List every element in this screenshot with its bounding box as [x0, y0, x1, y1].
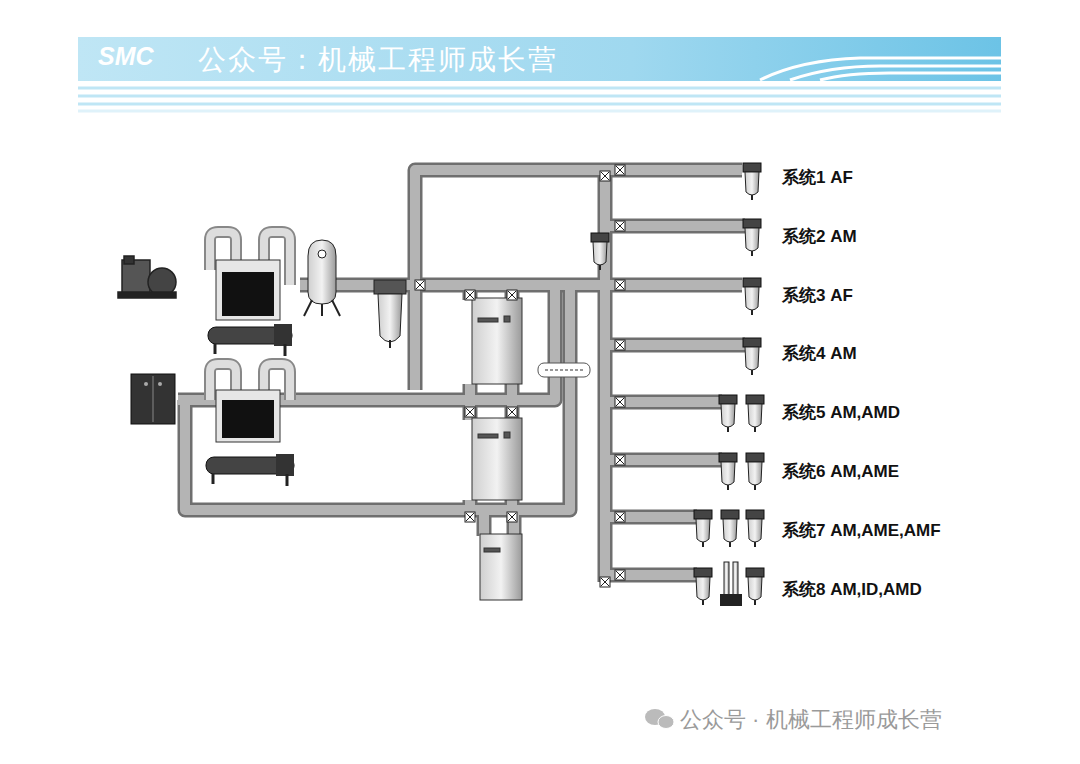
aftercooler: [208, 232, 292, 356]
receiver-tank: [304, 240, 340, 316]
header-band: [78, 37, 1001, 81]
valve: [415, 280, 425, 290]
pipe: [465, 500, 475, 510]
valve: [465, 290, 475, 300]
watermark-icon: [645, 709, 674, 729]
valve: [615, 221, 625, 231]
header-stripes: [760, 58, 1001, 80]
pipe: [605, 338, 745, 353]
filter-unit: [719, 453, 737, 490]
pipe: [507, 400, 517, 420]
pipe: [605, 512, 697, 522]
filter-unit: [694, 510, 712, 547]
filter-unit: [746, 453, 764, 490]
pipe: [605, 340, 745, 350]
system-label: 系统1 AF: [782, 166, 853, 189]
valve: [507, 290, 517, 300]
pipe: [300, 278, 742, 293]
system-label: 系统7 AM,AME,AMF: [782, 519, 941, 542]
pipe: [507, 500, 517, 510]
pipe: [605, 453, 722, 468]
filter-unit: [719, 395, 737, 432]
pipe: [465, 285, 475, 300]
pipe: [465, 384, 475, 400]
valve: [615, 455, 625, 465]
valves: [415, 165, 625, 587]
compressor: [118, 256, 176, 298]
filter-unit: [694, 568, 712, 605]
valve: [465, 407, 475, 417]
filter-unit: [743, 338, 761, 375]
main-line-filter: [374, 280, 406, 348]
pipe: [605, 455, 722, 465]
filter-unit: [721, 510, 739, 547]
pipe: [507, 285, 517, 300]
filter-unit: [746, 568, 764, 605]
valve: [507, 407, 517, 417]
valve: [600, 577, 610, 587]
pipe: [605, 570, 697, 580]
valve: [615, 280, 625, 290]
filter-unit: [746, 510, 764, 547]
valve: [615, 512, 625, 522]
watermark: 公众号 · 机械工程师成长营: [680, 705, 942, 735]
point-of-use-units: [591, 163, 764, 606]
pipe: [415, 170, 742, 390]
filter-unit: [743, 278, 761, 315]
compressor-cabinet: [131, 374, 175, 424]
valve: [615, 165, 625, 175]
filter-unit: [743, 219, 761, 256]
system-label: 系统6 AM,AME: [782, 460, 899, 483]
pipe: [507, 384, 517, 400]
filter-unit: [591, 233, 609, 270]
system-label: 系统3 AF: [782, 284, 853, 307]
pipe: [605, 397, 722, 407]
brand-logo: SMC: [98, 42, 154, 71]
air-dryer: [472, 298, 522, 600]
pipe: [479, 510, 489, 536]
pipe: [605, 568, 697, 583]
pipe: [605, 510, 697, 525]
pipe: [605, 221, 745, 231]
pipe: [300, 280, 742, 290]
equipment: [118, 232, 590, 600]
header-title: 公众号：机械工程师成长营: [198, 41, 558, 79]
air-pipes: [178, 170, 745, 582]
valve: [615, 570, 625, 580]
system-label: 系统2 AM: [782, 225, 857, 248]
pipe: [605, 395, 722, 410]
pipe: [465, 400, 475, 420]
system-label: 系统4 AM: [782, 342, 857, 365]
valve: [615, 397, 625, 407]
valve: [615, 340, 625, 350]
valve: [507, 512, 517, 522]
membrane-dryer: [720, 562, 742, 606]
valve: [465, 512, 475, 522]
pipe-tag: [538, 363, 590, 377]
header-rules: [78, 88, 1001, 111]
filter-unit: [743, 163, 761, 200]
valve: [600, 171, 610, 181]
pipe: [605, 219, 745, 234]
aftercooler: [206, 364, 294, 486]
filter-unit: [746, 395, 764, 432]
system-label: 系统5 AM,AMD: [782, 401, 900, 424]
system-label: 系统8 AM,ID,AMD: [782, 578, 922, 601]
